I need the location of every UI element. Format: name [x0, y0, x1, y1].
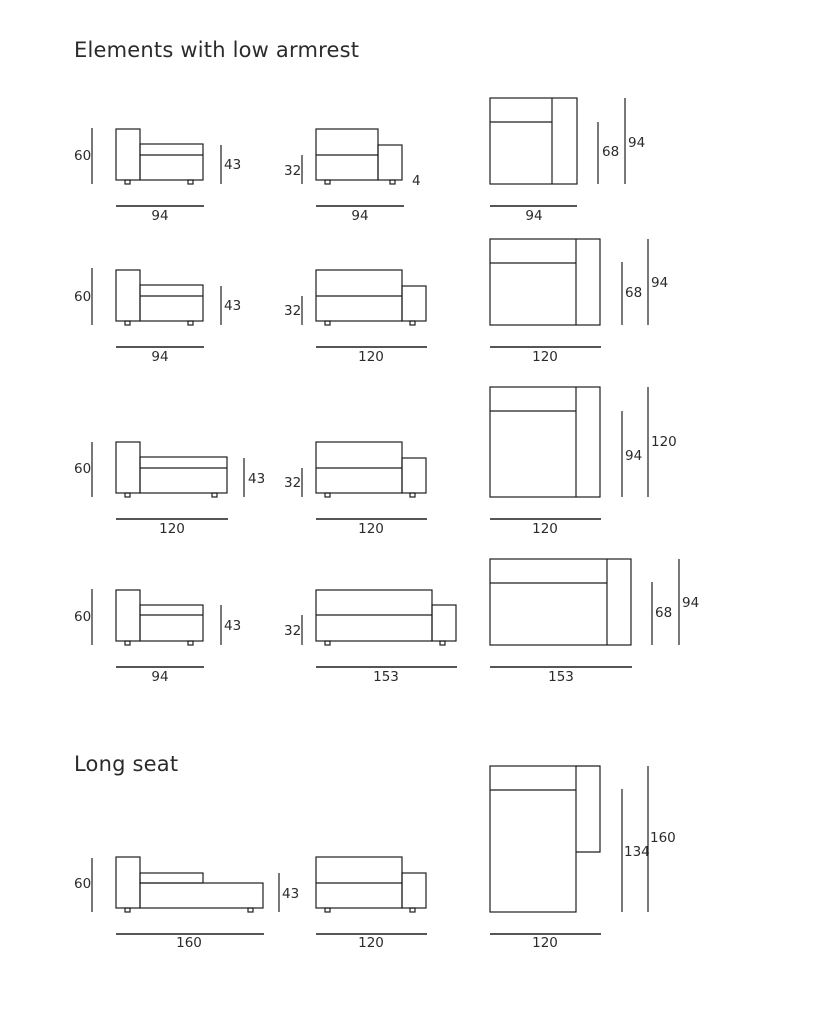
row2-left-seat-height-label: 43 [224, 298, 242, 314]
row1-right-foot-label: 4 [412, 173, 421, 189]
row3-plan-width-label: 120 [532, 521, 558, 537]
section-title-long-seat: Long seat [74, 752, 179, 776]
row5-right-width-label: 120 [358, 935, 384, 951]
row4-plan-drawing [489, 558, 680, 668]
row1-left-height-label: 60 [74, 148, 92, 164]
row1-side-right-drawing [301, 128, 404, 207]
row1-plan-width-label: 94 [525, 208, 543, 224]
row4-right-back-height-label: 32 [284, 623, 302, 639]
row1-plan-drawing [489, 97, 626, 207]
row3-plan-depth-inner-label: 94 [625, 448, 643, 464]
row2-plan-depth-inner-label: 68 [625, 285, 643, 301]
row3-left-height-label: 60 [74, 461, 92, 477]
row1-side-left-drawing [91, 128, 222, 207]
row1-left-seat-height-label: 43 [224, 157, 242, 173]
section-title-low-armrest: Elements with low armrest [74, 38, 360, 62]
row4-plan-depth-inner-label: 68 [655, 605, 673, 621]
row4-side-left-drawing [91, 589, 222, 668]
row4-right-width-label: 153 [373, 669, 399, 685]
row1-left-width-label: 94 [151, 208, 169, 224]
row2-plan-drawing [489, 238, 649, 348]
row5-left-seat-height-label: 43 [282, 886, 300, 902]
row4-plan-width-label: 153 [548, 669, 574, 685]
row5-side-right-drawing [315, 856, 427, 935]
row2-left-width-label: 94 [151, 349, 169, 365]
row3-right-back-height-label: 32 [284, 475, 302, 491]
row3-left-width-label: 120 [159, 521, 185, 537]
row1-plan-depth-inner-label: 68 [602, 144, 620, 160]
row3-plan-depth-label: 120 [651, 434, 677, 450]
row2-side-right-drawing [301, 269, 427, 348]
row1-plan-depth-label: 94 [628, 135, 646, 151]
row5-left-width-label: 160 [176, 935, 202, 951]
row5-side-left-drawing [91, 856, 280, 935]
row2-side-left-drawing [91, 268, 222, 348]
row3-plan-drawing [489, 386, 649, 520]
row2-right-width-label: 120 [358, 349, 384, 365]
row4-left-width-label: 94 [151, 669, 169, 685]
row2-plan-width-label: 120 [532, 349, 558, 365]
row4-side-right-drawing [301, 589, 457, 668]
row2-right-back-height-label: 32 [284, 303, 302, 319]
row2-plan-depth-label: 94 [651, 275, 669, 291]
row4-plan-depth-label: 94 [682, 595, 700, 611]
row5-plan-width-label: 120 [532, 935, 558, 951]
row4-left-seat-height-label: 43 [224, 618, 242, 634]
row5-plan-depth-label: 160 [650, 830, 676, 846]
row3-right-width-label: 120 [358, 521, 384, 537]
row5-left-height-label: 60 [74, 876, 92, 892]
row1-right-width-label: 94 [351, 208, 369, 224]
row1-right-back-height-label: 32 [284, 163, 302, 179]
row4-left-height-label: 60 [74, 609, 92, 625]
row3-side-right-drawing [301, 441, 427, 520]
row5-plan-drawing [489, 765, 649, 935]
row2-left-height-label: 60 [74, 289, 92, 305]
row5-plan-depth-inner-label: 134 [624, 844, 650, 860]
row3-side-left-drawing [91, 441, 245, 520]
row3-left-seat-height-label: 43 [248, 471, 266, 487]
